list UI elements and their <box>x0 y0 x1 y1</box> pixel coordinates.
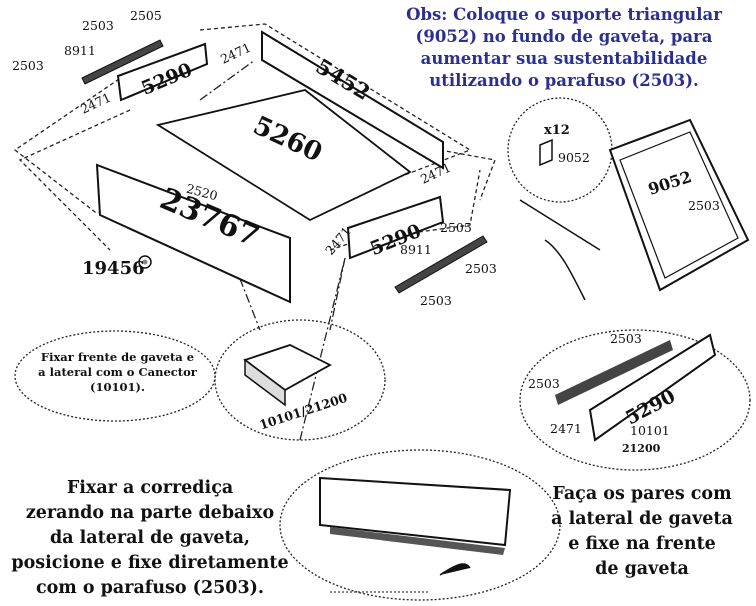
corredica-line-5: com o parafuso (2503). <box>35 578 265 598</box>
obs-line-4: utilizando o parafuso (2503). <box>429 71 699 90</box>
label-2505-a: 2505 <box>130 8 162 23</box>
label-2505-b: 2505 <box>440 220 472 235</box>
label-8911-a: 8911 <box>64 43 96 58</box>
drawer-slides <box>81 39 488 294</box>
label-2471-e: 2471 <box>550 421 582 436</box>
drawer-bottom: 5260 <box>155 89 412 222</box>
fixar-frente-line-2: a lateral com o Canector <box>38 365 197 379</box>
corredica-line-4: posicione e fixe diretamente <box>11 553 289 573</box>
label-2503-d: 2503 <box>420 293 452 308</box>
observation-note: Obs: Coloque o suporte triangular (9052)… <box>372 4 756 92</box>
drawer-box-illustration: 9052 2503 <box>608 118 750 292</box>
obs-line-1: Obs: Coloque o suporte triangular <box>406 5 722 24</box>
corredica-line-1: Fixar a corrediça <box>66 478 234 498</box>
ref-21200: 21200 <box>622 442 661 455</box>
corredica-line-3: da lateral de gaveta, <box>49 528 251 548</box>
label-2471-a: 2471 <box>78 90 113 117</box>
label-2503-c: 2503 <box>465 261 497 276</box>
label-2503-a: 2503 <box>82 18 114 33</box>
note-faca-pares: Faça os pares com a lateral de gaveta e … <box>528 482 756 582</box>
ref-10101: 10101 <box>630 423 670 438</box>
qty-label: x12 <box>544 123 570 138</box>
obs-line-2: (9052) no fundo de gaveta, para <box>415 27 713 46</box>
left-side-panel: 5290 <box>116 42 209 102</box>
label-2503-g: 2503 <box>528 376 560 391</box>
side-detail-ellipse: 5290 2503 2503 2471 10101 21200 <box>519 329 751 471</box>
ref-9052-small: 9052 <box>558 150 590 165</box>
pares-line-4: de gaveta <box>595 559 689 579</box>
pares-line-2: a lateral de gaveta <box>551 509 733 529</box>
corredica-line-2: zerando na parte debaixo <box>25 503 275 523</box>
fixar-frente-line-1: Fixar frente de gaveta e <box>40 350 195 364</box>
label-2503-e: 2503 <box>688 198 720 213</box>
slide-detail-ellipse <box>279 449 561 601</box>
handle-knob: 19456 <box>82 255 152 279</box>
note-fixar-corredica: Fixar a corrediça zerando na parte debai… <box>0 476 300 601</box>
pares-line-3: e fixe na frente <box>568 534 716 554</box>
label-2471-b: 2471 <box>218 40 253 67</box>
handle-label: 19456 <box>82 258 145 279</box>
connector-label: 10101/21200 <box>257 390 349 433</box>
label-2503-b: 2503 <box>12 58 44 73</box>
label-2503-f: 2503 <box>610 331 642 346</box>
obs-line-3: aumentar sua sustentabilidade <box>420 49 708 68</box>
note-fixar-frente: Fixar frente de gaveta e a lateral com o… <box>20 350 215 395</box>
fixar-frente-line-3: (10101). <box>90 380 145 394</box>
pares-line-1: Faça os pares com <box>552 484 732 504</box>
label-8911-b: 8911 <box>400 242 432 257</box>
